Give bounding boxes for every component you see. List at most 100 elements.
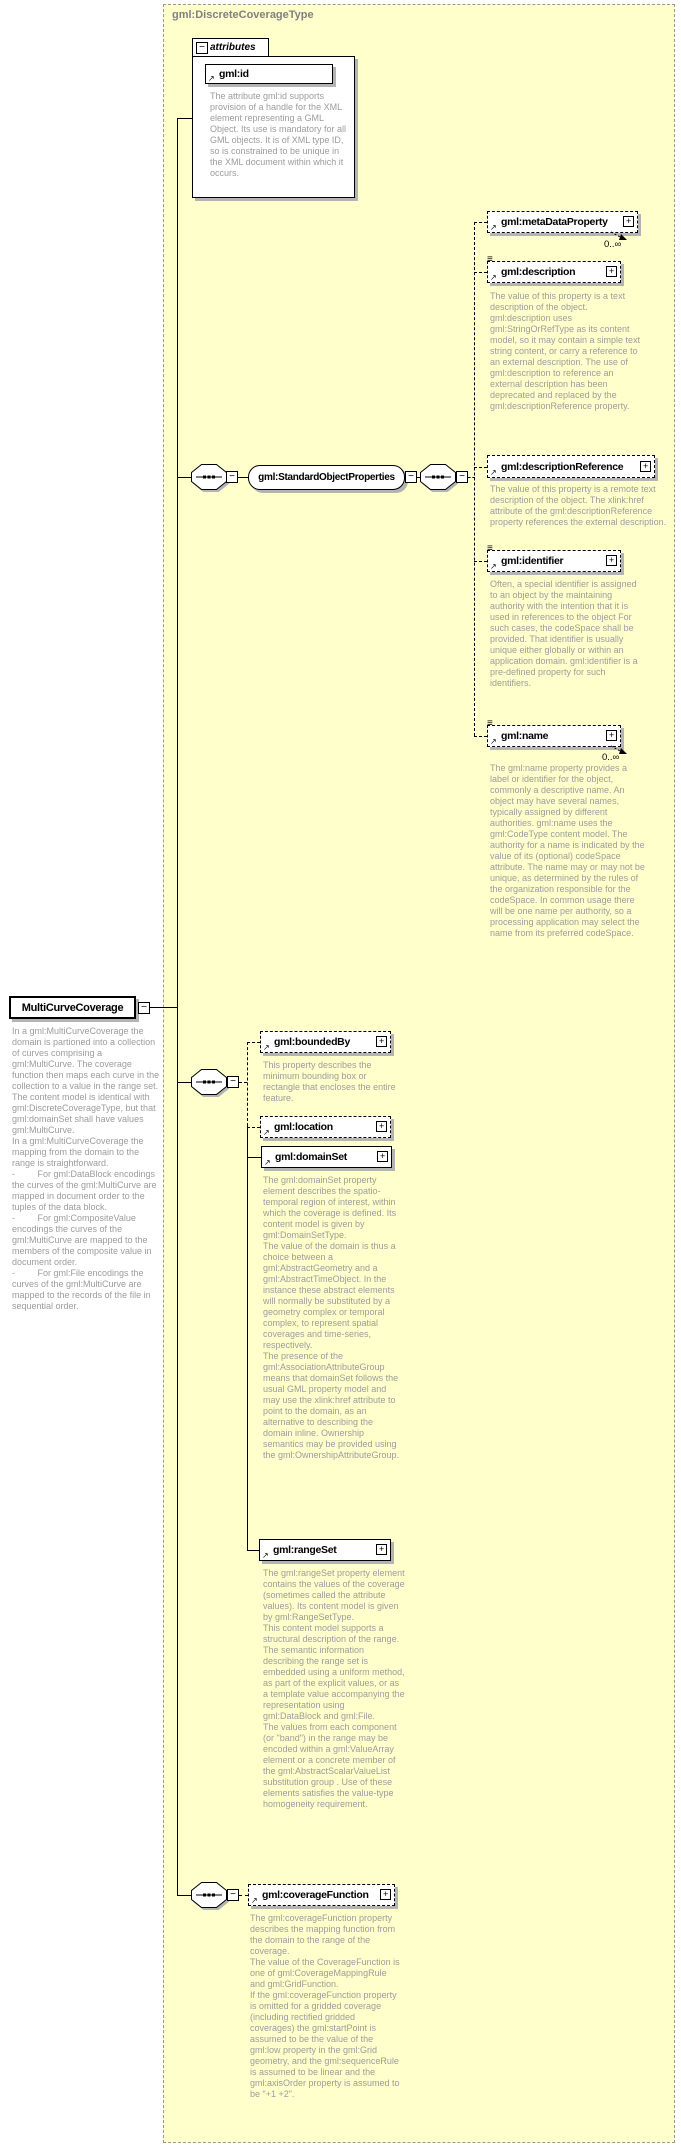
- connector-line: [150, 1007, 178, 1008]
- element-label: gml:domainSet: [275, 1151, 347, 1163]
- multi-occurrence-arrow-icon: [610, 231, 627, 240]
- sequence-icon: [191, 464, 227, 490]
- annotation-multicurvecoverage: In a gml:MultiCurveCoverage the domain i…: [12, 1026, 160, 1311]
- sequence-compositor[interactable]: [191, 1069, 227, 1095]
- annotation-rangeset: The gml:rangeSet property element contai…: [263, 1568, 405, 1809]
- collapse-icon[interactable]: −: [196, 42, 208, 54]
- attribute-box-gml-id[interactable]: ↗ gml:id: [205, 64, 333, 84]
- collapse-icon[interactable]: −: [456, 471, 468, 483]
- expand-icon[interactable]: +: [376, 1544, 387, 1555]
- expand-icon[interactable]: +: [606, 266, 617, 277]
- expand-icon[interactable]: +: [606, 730, 617, 741]
- global-ref-arrow-icon: ↗: [251, 1896, 258, 1905]
- annotation-descriptionreference: The value of this property is a remote t…: [490, 484, 667, 527]
- element-box-boundedby[interactable]: ↗ gml:boundedBy +: [260, 1031, 391, 1053]
- connector-line-dashed: [468, 477, 475, 478]
- expand-icon[interactable]: +: [380, 1889, 391, 1900]
- element-box-coveragefunction[interactable]: ↗ gml:coverageFunction +: [248, 1884, 395, 1906]
- child-trunk-dashed: [474, 222, 475, 736]
- connector-line: [178, 477, 191, 478]
- content-model-icon: ≡: [487, 254, 493, 265]
- connector-line-dashed: [474, 467, 487, 468]
- element-box-description[interactable]: ≡ ↗ gml:description +: [487, 254, 621, 283]
- expand-icon[interactable]: +: [640, 460, 651, 472]
- connector-line: [178, 118, 192, 119]
- collapse-icon[interactable]: −: [227, 1076, 239, 1088]
- element-box-metadataproperty[interactable]: ↗ gml:metaDataProperty +: [487, 211, 638, 233]
- attributes-tab[interactable]: − attributes: [192, 38, 269, 57]
- global-ref-arrow-icon: ↗: [263, 1043, 270, 1052]
- element-label: gml:identifier: [501, 555, 564, 567]
- global-ref-arrow-icon: ↗: [490, 468, 497, 477]
- connector-line-dashed: [474, 561, 487, 562]
- connector-line-dashed: [247, 1127, 260, 1128]
- element-box-location[interactable]: ↗ gml:location +: [260, 1116, 391, 1138]
- connector-line: [417, 477, 420, 478]
- occurrence-label: 0..∞: [604, 239, 622, 250]
- collapse-icon[interactable]: −: [227, 1889, 239, 1901]
- annotation-boundedby: This property describes the minimum boun…: [263, 1060, 396, 1103]
- annotation-name: The gml:name property provides a label o…: [490, 763, 645, 938]
- connector-line: [178, 1082, 191, 1083]
- sequence-compositor[interactable]: [191, 464, 227, 490]
- collapse-icon[interactable]: −: [226, 471, 238, 483]
- connector-line-dashed: [474, 272, 487, 273]
- sequence-compositor[interactable]: [191, 1882, 227, 1908]
- complextype-frame: gml:DiscreteCoverageType: [163, 4, 675, 2143]
- expand-icon[interactable]: +: [376, 1121, 387, 1132]
- element-label: gml:descriptionReference: [501, 460, 624, 473]
- attributes-label: attributes: [210, 42, 256, 53]
- connector-line-dashed: [239, 1895, 248, 1896]
- multi-occurrence-arrow-icon: [610, 745, 627, 754]
- sequence-icon: [191, 1882, 227, 1908]
- collapse-icon[interactable]: −: [138, 1002, 150, 1014]
- element-label: gml:boundedBy: [274, 1036, 351, 1048]
- annotation-coveragefunction: The gml:coverageFunction property descri…: [250, 1913, 400, 2099]
- connector-line-dashed: [247, 1042, 260, 1043]
- sequence-compositor[interactable]: [420, 464, 456, 490]
- global-ref-arrow-icon: ↗: [262, 1551, 269, 1560]
- connector-line: [247, 1157, 261, 1158]
- element-label: gml:rangeSet: [273, 1544, 337, 1556]
- connector-line: [238, 477, 248, 478]
- element-label: gml:location: [274, 1121, 333, 1133]
- occurrence-label: 0..∞: [602, 752, 620, 763]
- sequence-icon: [191, 1069, 227, 1095]
- element-box-rangeset[interactable]: ↗ gml:rangeSet +: [259, 1539, 391, 1561]
- connector-line-dashed: [239, 1082, 247, 1083]
- element-label: gml:metaDataProperty: [501, 216, 608, 228]
- expand-icon[interactable]: +: [623, 216, 634, 227]
- element-label: gml:name: [501, 730, 549, 742]
- expand-icon[interactable]: +: [377, 1151, 388, 1162]
- content-model-icon: ≡: [487, 718, 493, 729]
- element-box-identifier[interactable]: ≡ ↗ gml:identifier +: [487, 543, 621, 572]
- connector-line-dashed: [247, 1042, 248, 1126]
- element-box-domainset[interactable]: ↗ gml:domainSet +: [261, 1146, 392, 1168]
- content-model-icon: ≡: [487, 543, 493, 554]
- annotation-gml-id: The attribute gml:id supports provision …: [210, 91, 347, 178]
- element-label: gml:description: [501, 266, 576, 278]
- global-ref-arrow-icon: ↗: [490, 737, 497, 746]
- element-box-multicurvecoverage[interactable]: MultiCurveCoverage: [9, 996, 136, 1019]
- complextype-title: gml:DiscreteCoverageType: [172, 9, 314, 21]
- global-ref-arrow-icon: ↗: [263, 1128, 270, 1137]
- collapse-icon[interactable]: −: [405, 471, 417, 483]
- connector-line-dashed: [474, 736, 487, 737]
- connector-line-dashed: [474, 222, 487, 223]
- group-label: gml:StandardObjectProperties: [258, 472, 395, 483]
- attribute-label: gml:id: [219, 68, 249, 80]
- global-ref-arrow-icon: ↗: [490, 562, 497, 571]
- element-label: gml:coverageFunction: [262, 1889, 369, 1901]
- sequence-icon: [420, 464, 456, 490]
- element-box-descriptionreference[interactable]: ↗ gml:descriptionReference +: [487, 455, 655, 478]
- expand-icon[interactable]: +: [606, 555, 617, 566]
- global-ref-arrow-icon: ↗: [264, 1158, 271, 1167]
- group-box-standardobjectproperties[interactable]: gml:StandardObjectProperties: [248, 465, 405, 490]
- global-ref-arrow-icon: ↗: [208, 74, 215, 83]
- connector-line: [247, 1126, 248, 1550]
- element-box-name[interactable]: ≡ ↗ gml:name +: [487, 718, 621, 747]
- global-ref-arrow-icon: ↗: [490, 223, 497, 232]
- expand-icon[interactable]: +: [376, 1036, 387, 1047]
- element-label: MultiCurveCoverage: [21, 1001, 124, 1014]
